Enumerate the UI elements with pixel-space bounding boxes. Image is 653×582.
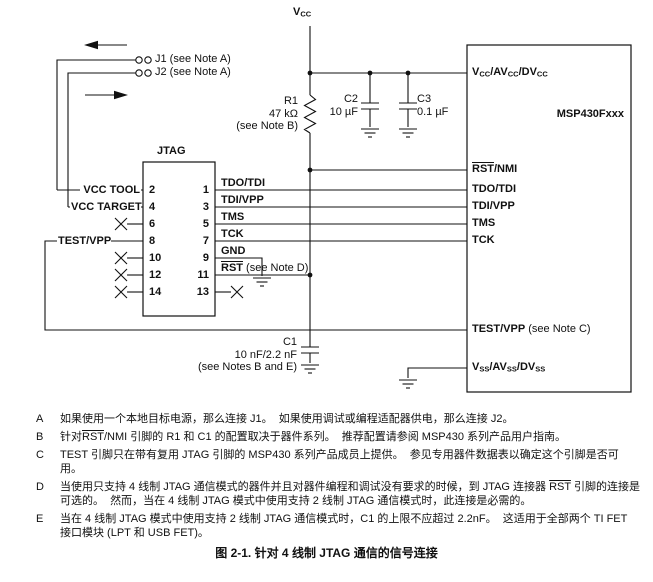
no-connect-x-marks (114, 217, 244, 299)
r1-value: 47 kΩ (268, 107, 298, 120)
jtag-connector-box (142, 161, 216, 317)
msp430-box (466, 44, 632, 393)
note-a-text: 如果使用一个本地目标电源，那么连接 J1。 如果使用调试或编程适配器供电，那么连… (60, 413, 514, 425)
r1-note: (see Note B) (236, 120, 298, 132)
jtag-ground-symbol (215, 257, 271, 287)
jumper-j2 (67, 69, 152, 207)
note-d-text: 当使用只支持 4 线制 JTAG 通信模式的器件并且对器件编程和调试没有要求的时… (60, 481, 640, 507)
capacitor-c1 (301, 170, 319, 374)
jtag-pin-3: 3 (202, 201, 209, 213)
note-e-text: 当在 4 线制 JTAG 模式中使用支持 2 线制 JTAG 通信模式时，C1 … (60, 513, 631, 539)
jtag-pin-9: 9 (202, 252, 209, 264)
vss-ground-symbol (399, 367, 467, 389)
jtag-pin-11: 11 (197, 269, 209, 281)
msp430-pin-tms: TMS (472, 217, 496, 229)
c1-name: C1 (282, 336, 297, 348)
msp430-pin-vss: VSS/AVSS/DVSS (472, 361, 546, 374)
tdo-tdi-wire-label: TDO/TDI (221, 177, 265, 189)
note-d: D 当使用只支持 4 线制 JTAG 通信模式的器件并且对器件编程和调试没有要求… (36, 480, 640, 508)
note-b-letter: B (36, 431, 44, 443)
jtag-pin-8: 8 (149, 235, 156, 247)
jtag-pin-4: 4 (149, 201, 156, 213)
vcc-rail (309, 26, 467, 95)
figure-caption: 图 2-1. 针对 4 线制 JTAG 通信的信号连接 (215, 546, 438, 560)
note-c-letter: C (36, 449, 44, 461)
note-b-text: 针对RST/NMI 引脚的 R1 和 C1 的配置取决于器件系列。 推荐配置请参… (60, 431, 567, 443)
msp430-pin-tdi-vpp: TDI/VPP (472, 200, 515, 212)
note-e-letter: E (36, 513, 44, 525)
note-a: A 如果使用一个本地目标电源，那么连接 J1。 如果使用调试或编程适配器供电，那… (36, 412, 640, 426)
vcc-target-label: VCC TARGET (70, 201, 142, 214)
c2-name: C2 (343, 93, 358, 105)
jtag-pin-13: 13 (196, 286, 209, 298)
tdi-vpp-wire-label: TDI/VPP (221, 194, 264, 206)
note-d-letter: D (36, 481, 44, 493)
note-e: E 当在 4 线制 JTAG 模式中使用支持 2 线制 JTAG 通信模式时，C… (36, 512, 640, 540)
jumper-j1-label: J1 (see Note A) (155, 53, 231, 65)
capacitor-c3-label: C3 0.1 µF (417, 93, 448, 118)
rst-wire-label: RST (see Note D) (221, 262, 309, 274)
power-flow-arrow-left-icon (84, 40, 127, 50)
resistor-r1-label: R1 47 kΩ (see Note B) (198, 95, 298, 133)
notes-list: A 如果使用一个本地目标电源，那么连接 J1。 如果使用调试或编程适配器供电，那… (36, 412, 640, 544)
capacitor-c2 (361, 73, 379, 138)
vcc-tool-label: VCC TOOL (80, 184, 141, 197)
c3-value: 0.1 µF (417, 105, 449, 118)
msp430-title: MSP430Fxxx (556, 108, 624, 120)
msp430-pin-test-vpp: TEST/VPP (see Note C) (472, 323, 591, 335)
tck-wire-label: TCK (221, 228, 244, 240)
jumper-j1 (56, 56, 152, 190)
capacitor-c2-label: C2 10 µF (298, 93, 358, 118)
c2-value: 10 µF (329, 105, 358, 118)
jtag-pin-10: 10 (149, 252, 162, 264)
jtag-pin-7: 7 (202, 235, 209, 247)
note-c-text: TEST 引脚只在带有复用 JTAG 引脚的 MSP430 系列产品成员上提供。… (60, 449, 619, 475)
vcc-label: VCC (293, 6, 312, 19)
gnd-wire-label: GND (221, 245, 246, 257)
note-b: B 针对RST/NMI 引脚的 R1 和 C1 的配置取决于器件系列。 推荐配置… (36, 430, 640, 444)
junction-dots (307, 70, 411, 278)
resistor-r1 (303, 94, 317, 170)
jtag-pin-1: 1 (202, 184, 209, 196)
r1-name: R1 (283, 95, 298, 107)
jtag-pin-5: 5 (202, 218, 209, 230)
c1-value: 10 nF/2.2 nF (234, 348, 297, 361)
capacitor-c3 (399, 73, 417, 138)
c3-name: C3 (417, 93, 432, 105)
capacitor-c1-label: C1 10 nF/2.2 nF (see Notes B and E) (178, 336, 297, 374)
msp430-pin-vcc: VCC/AVCC/DVCC (472, 66, 548, 79)
test-vpp-jtag-label: TEST/VPP (57, 235, 112, 248)
note-a-letter: A (36, 413, 44, 425)
c1-note: (see Notes B and E) (197, 361, 297, 373)
jtag-pin-2: 2 (149, 184, 156, 196)
jtag-pin-6: 6 (149, 218, 156, 230)
jtag-pin-14: 14 (149, 286, 162, 298)
msp430-pin-tdo-tdi: TDO/TDI (472, 183, 516, 195)
tms-wire-label: TMS (221, 211, 245, 223)
jtag-pin-12: 12 (149, 269, 162, 281)
note-c: C TEST 引脚只在带有复用 JTAG 引脚的 MSP430 系列产品成员上提… (36, 448, 640, 476)
jtag-title: JTAG (157, 145, 186, 157)
msp430-pin-tck: TCK (472, 234, 495, 246)
jumper-j2-label: J2 (see Note A) (155, 66, 231, 78)
power-flow-arrow-right-icon (85, 90, 128, 100)
msp430-pin-rst-nmi: RST/NMI (472, 163, 518, 175)
